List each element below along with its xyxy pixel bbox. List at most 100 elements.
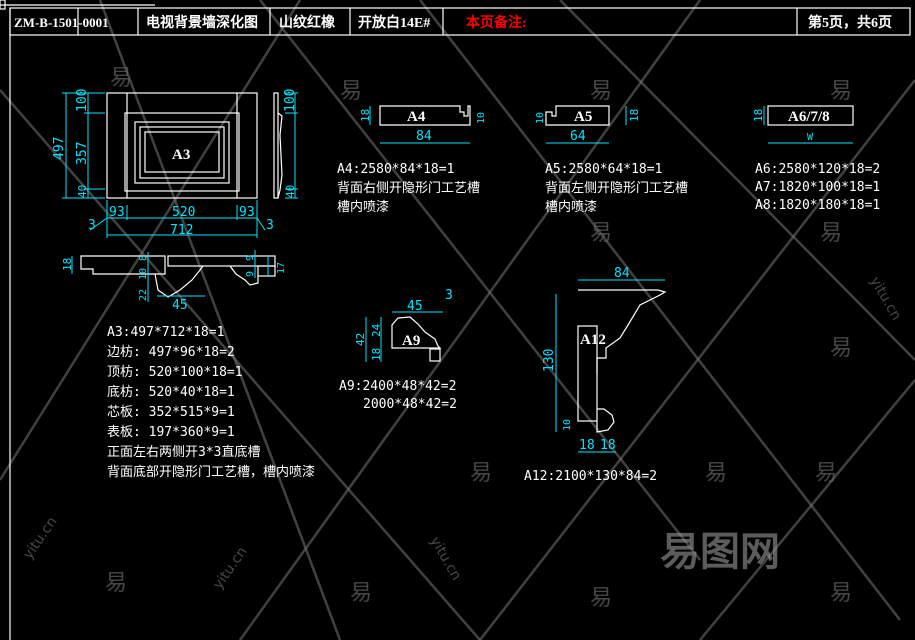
drawing-text: 84 <box>416 129 432 144</box>
drawing-text: A4:2580*84*18=1 <box>337 162 454 177</box>
drawing-text: 40 <box>284 185 297 198</box>
drawing-text: 易 <box>590 221 612 246</box>
drawing-text: 易 <box>815 461 837 486</box>
drawing-text: 正面左右两侧开3*3直底槽 <box>107 444 260 460</box>
a3-label: A3 <box>172 147 190 163</box>
drawing-text: 2000*48*42=2 <box>363 397 457 412</box>
drawing-text: A5:2580*64*18=1 <box>545 162 662 177</box>
drawing-text: A9:2400*48*42=2 <box>339 379 456 394</box>
watermark-logo: 易图网 <box>660 529 780 575</box>
drawing-text: 357 <box>75 142 90 165</box>
a3-front-view: A3 <box>106 92 283 199</box>
a4-profile: A4 18 84 10 A4:2580*84*18=1 背面右侧开隐形门工艺槽 … <box>337 105 487 215</box>
drawing-text: 易 <box>110 66 132 91</box>
drawing-text: 18 <box>579 438 595 453</box>
drawing-text: yitu.cn <box>210 544 250 592</box>
drawing-text: 712 <box>170 223 193 238</box>
drawing-text: 9 <box>245 271 256 277</box>
drawing-text: W <box>807 132 814 143</box>
drawing-text: 18 <box>752 109 765 122</box>
drawing-text: 130 <box>542 349 557 372</box>
drawing-text: 8 <box>138 255 149 261</box>
drawing-text: 18 <box>628 109 641 122</box>
drawing-text: 520 <box>172 205 195 220</box>
drawing-text: 10 <box>535 112 546 124</box>
drawing-text: 100 <box>283 89 298 112</box>
drawing-text: 45 <box>172 298 188 313</box>
drawing-text: 槽内喷漆 <box>545 199 597 215</box>
drawing-text: 表板: 197*360*9=1 <box>107 425 235 440</box>
a3-dimensions: 497 357 100 40 100 40 93 520 93 712 3 3 <box>52 89 298 238</box>
drawing-text: 22 <box>138 289 149 301</box>
drawing-text: 底枋: 520*40*18=1 <box>107 384 235 400</box>
drawing-text: 18 <box>359 109 372 122</box>
drawing-text: 易 <box>105 571 127 596</box>
drawing-text: 93 <box>109 205 125 220</box>
drawing-text: 易 <box>820 221 842 246</box>
drawing-text: A6:2580*120*18=2 <box>755 162 880 177</box>
a9-profile: A9 45 3 42 24 18 A9:2400*48*42=2 2000*48… <box>339 288 457 412</box>
a678-profile: A6/7/8 18 W A6:2580*120*18=2 A7:1820*100… <box>752 105 880 213</box>
drawing-text: 易 <box>590 586 612 611</box>
a3-notes: A3:497*712*18=1 边枋: 497*96*18=2 顶枋: 520*… <box>107 325 315 480</box>
drawing-text: 边枋: 497*96*18=2 <box>107 344 235 360</box>
drawing-text: 易 <box>830 336 852 361</box>
drawing-text: 18 <box>61 258 74 271</box>
drawing-text: 18 <box>370 348 383 361</box>
material: 山纹红橡 <box>279 14 336 31</box>
drawing-text: 易 <box>705 461 727 486</box>
drawing-text: 槽内喷漆 <box>337 199 389 215</box>
page-number: 第5页，共6页 <box>808 14 892 31</box>
drawing-text: 背面左侧开隐形门工艺槽 <box>545 181 688 196</box>
drawing-text: 易 <box>830 581 852 606</box>
drawing-text: 背面底部开隐形门工艺槽，槽内喷漆 <box>107 464 315 480</box>
page-note-label: 本页备注: <box>466 14 527 31</box>
drawing-text: 易 <box>350 581 372 606</box>
drawing-text: 芯板: 352*515*9=1 <box>107 405 235 420</box>
drawing-text: 3 <box>445 288 453 303</box>
drawing-text: 3 <box>88 218 96 233</box>
a3-section-view: 18 8 10 22 45 9 9 17 <box>61 250 287 313</box>
title-block: ZM-B-1501-0001 电视背景墙深化图 山纹红橡 开放白14E# 本页备… <box>14 14 892 31</box>
drawing-text: 497 <box>52 137 67 160</box>
a4-label: A4 <box>407 109 426 125</box>
a678-label: A6/7/8 <box>788 109 830 125</box>
drawing-text: A8:1820*180*18=1 <box>755 198 880 213</box>
drawing-code: ZM-B-1501-0001 <box>14 15 109 30</box>
a12-profile: A12 84 130 10 18 18 A12:2100*130*84=2 <box>524 266 667 484</box>
a5-profile: A5 18 10 64 A5:2580*64*18=1 背面左侧开隐形门工艺槽 … <box>535 105 688 215</box>
drawing-text: A7:1820*100*18=1 <box>755 180 880 195</box>
drawing-text: 17 <box>276 262 287 274</box>
drawing-text: yitu.cn <box>20 514 60 562</box>
drawing-text: 易 <box>340 79 362 104</box>
a12-label: A12 <box>580 332 606 348</box>
drawing-text: 45 <box>407 299 423 314</box>
drawing-text: 10 <box>476 112 487 124</box>
drawing-text: 10 <box>138 268 149 280</box>
drawing-text: 顶枋: 520*100*18=1 <box>107 364 243 380</box>
drawing-text: 40 <box>76 185 89 198</box>
drawing-title: 电视背景墙深化图 <box>146 14 258 31</box>
drawing-text: 9 <box>245 255 256 261</box>
drawing-text: 42 <box>354 333 367 346</box>
drawing-text: 84 <box>614 266 630 281</box>
drawing-text: 100 <box>75 89 90 112</box>
drawing-text: 3 <box>266 218 274 233</box>
drawing-text: 64 <box>570 129 586 144</box>
drawing-text: A3:497*712*18=1 <box>107 325 224 340</box>
drawing-text: 24 <box>370 323 383 337</box>
finish: 开放白14E# <box>358 14 430 31</box>
drawing-text: 背面右侧开隐形门工艺槽 <box>337 181 480 196</box>
drawing-text: 易 <box>830 79 852 104</box>
a9-label: A9 <box>402 333 420 349</box>
drawing-text: 93 <box>239 205 255 220</box>
drawing-text: 10 <box>562 419 573 431</box>
drawing-text: 易 <box>470 461 492 486</box>
drawing-text: 易 <box>590 79 612 104</box>
drawing-text: A12:2100*130*84=2 <box>524 469 657 484</box>
drawing-text: 18 <box>600 438 616 453</box>
drawing-text: yitu.cn <box>427 534 465 583</box>
